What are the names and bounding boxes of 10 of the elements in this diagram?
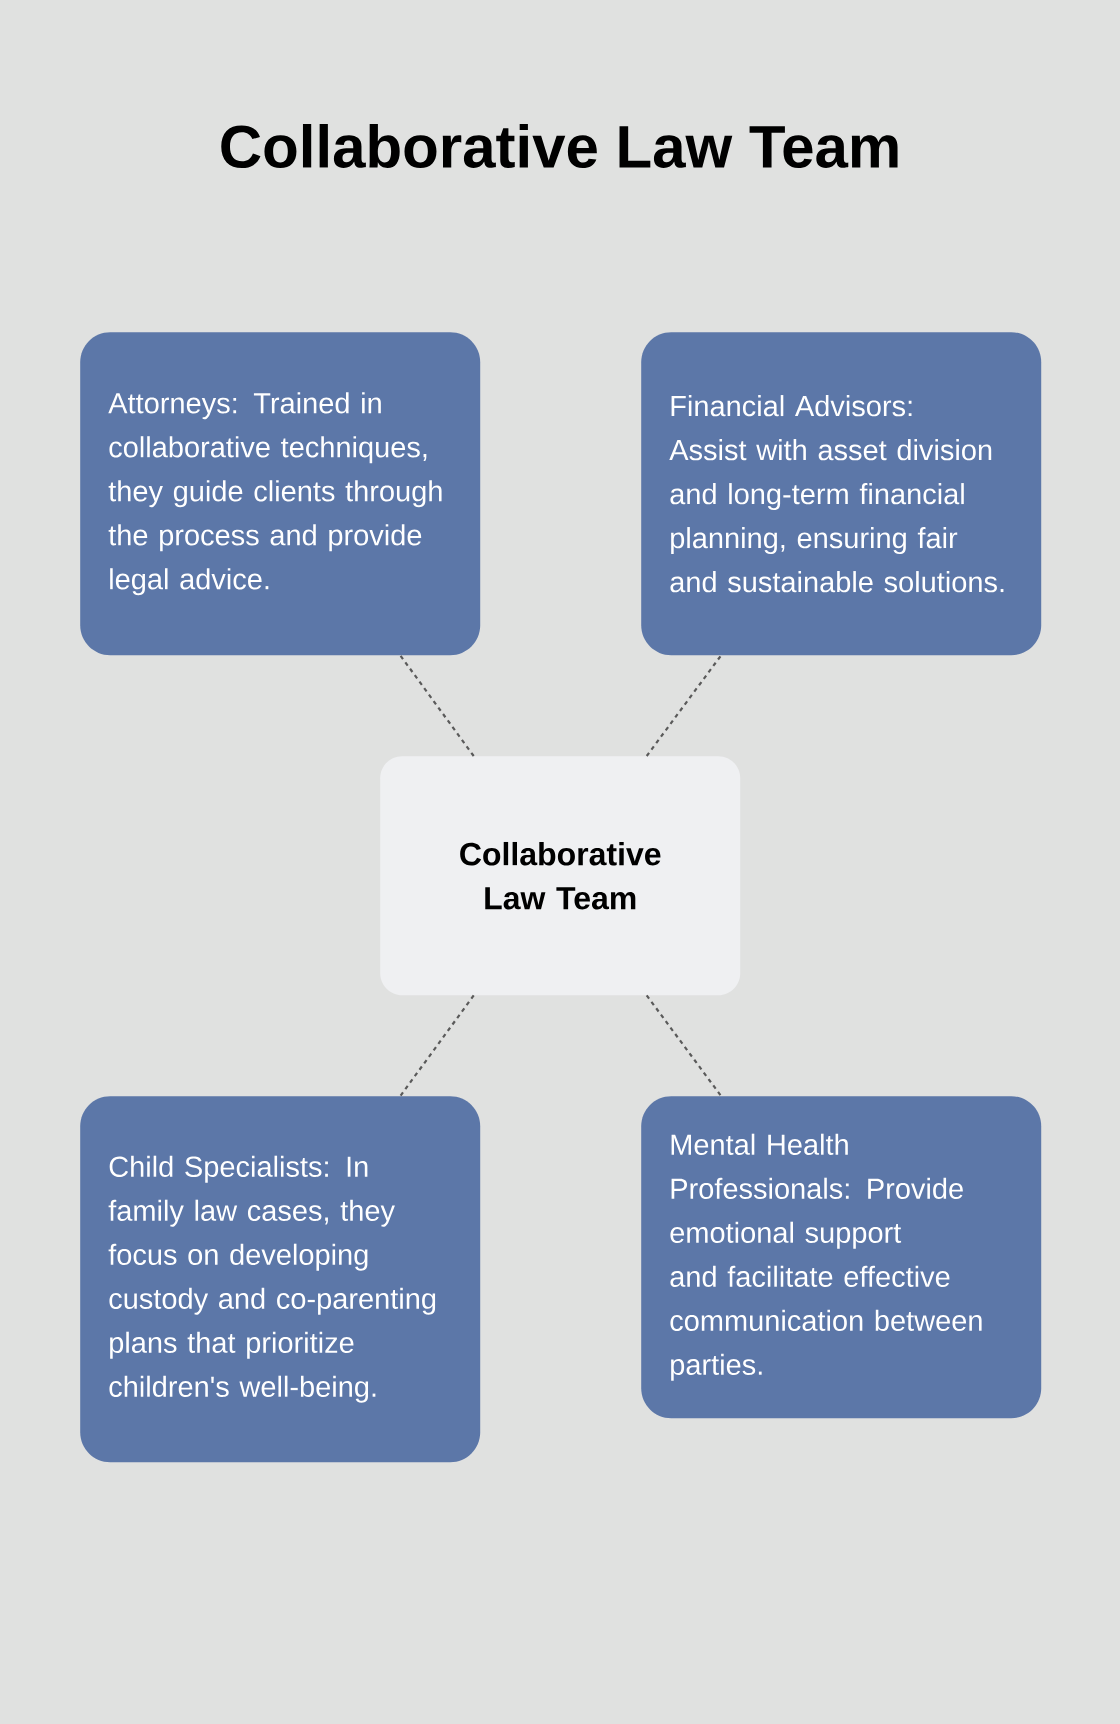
title: Collaborative Law Team	[221, 124, 898, 169]
role-box: Attorneys: Trained in collaborative techniques, they guide clients through the process and provide legal advice.	[80, 332, 481, 656]
role-box: Financial Advisors: Assist with asset division and long-term financial planning, ensuring fair and sustainable solutions.	[641, 332, 1042, 656]
dotted-connector	[645, 654, 722, 757]
role-box: Mental Health Professionals: Provide emotional support and facilitate effective communication between parties.	[641, 1096, 1042, 1419]
dotted-connector	[399, 654, 475, 757]
role-box: Child Specialists: In family law cases, they focus on developing custody and co-parenting plans that prioritize children's well-being.	[80, 1096, 481, 1463]
dotted-connector	[399, 994, 475, 1097]
dotted-connector	[645, 994, 722, 1097]
center-box: Collaborative Law Team	[380, 756, 741, 996]
